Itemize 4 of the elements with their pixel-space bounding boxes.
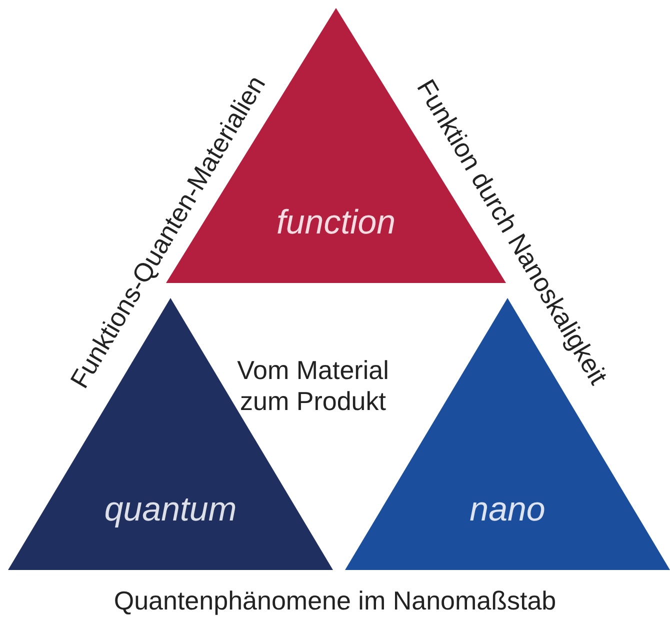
segment-label: function [276,203,396,242]
segment-label: nano [470,490,546,530]
base-label: Quantenphänomene im Nanomaßstab [114,586,556,616]
segment-label: quantum [104,490,237,530]
